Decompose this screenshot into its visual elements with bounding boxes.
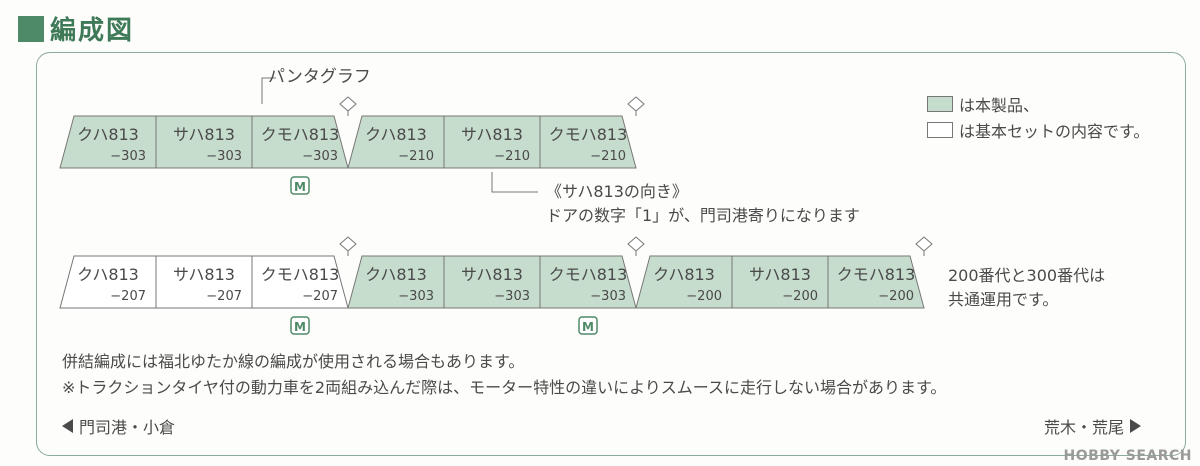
note-coupled-formation: 併結編成には福北ゆたか線の編成が使用される場合もあります。 [62,352,525,371]
pantograph-icon [339,96,357,112]
car-number-label: −303 [398,289,434,304]
title-text: 編成図 [50,16,135,46]
motor-mark-label: M [294,320,306,334]
legend-basic-swatch [927,122,953,138]
car-name-label: クハ813 [365,265,427,284]
motor-car-icon [578,316,598,335]
title-square-icon [18,15,44,42]
orientation-heading: 《サハ813の向き》 [546,182,688,201]
motor-mark-label: M [582,320,594,334]
car-name-label: サハ813 [461,265,523,284]
pantograph-icon [627,96,645,112]
car-number-label: −207 [206,289,242,304]
car-name-label: サハ813 [749,265,811,284]
arrow-left-icon [62,419,73,433]
arrow-right-icon [1130,419,1142,433]
legend-basic: は基本セットの内容です。 [927,118,1149,142]
car-number-label: −303 [494,289,530,304]
car-name-label: サハ813 [173,125,235,144]
legend-product-swatch [927,96,953,112]
pantograph-icon [627,236,645,252]
motor-car-icon [290,316,310,335]
car-number-label: −210 [494,149,530,164]
pantograph-callout-line [261,77,276,104]
car-number-label: −207 [110,289,146,304]
car-name-label: クモハ813 [837,265,916,284]
car-number-label: −200 [686,289,722,304]
orientation-body: ドアの数字「1」が、門司港寄りになります [546,206,860,225]
watermark-logo: HOBBY SEARCH [1063,448,1192,464]
orientation-callout-line [491,172,538,193]
car-name-label: クハ813 [653,265,715,284]
legend-basic-label: は基本セットの内容です。 [959,122,1150,141]
direction-left: 門司港・小倉 [62,414,175,438]
car-number-label: −303 [590,289,626,304]
car-name-label: クモハ813 [261,265,340,284]
car-name-label: クモハ813 [549,265,628,284]
pantograph-icon [915,236,933,252]
formation-frame [36,52,1186,456]
pantograph-label: パンタグラフ [268,67,371,87]
motor-mark-label: M [294,180,306,194]
car-number-label: −200 [878,289,914,304]
car-number-label: −303 [206,149,242,164]
car-name-label: サハ813 [173,265,235,284]
car-name-label: クハ813 [365,125,427,144]
direction-right-label: 荒木・荒尾 [1044,418,1125,437]
note-traction-tire: ※トラクションタイヤ付の動力車を2両組み込んだ際は、モーター特性の違いによりスム… [62,378,947,397]
car-name-label: クモハ813 [549,125,628,144]
car-body [539,115,637,169]
car-body [827,255,925,309]
car-name-label: クハ813 [77,265,139,284]
pantograph-icon [339,236,357,252]
car-name-label: クハ813 [77,125,139,144]
car-name-label: クモハ813 [261,125,340,144]
car-number-label: −207 [302,289,338,304]
car-number-label: −210 [590,149,626,164]
legend-product-label: は本製品、 [959,96,1040,115]
legend-product: は本製品、 [927,92,1039,116]
car-number-label: −303 [302,149,338,164]
shared-use-line-1: 200番代と300番代は [948,266,1106,285]
car-number-label: −303 [110,149,146,164]
direction-left-label: 門司港・小倉 [79,418,176,437]
direction-right: 荒木・荒尾 [1044,414,1142,438]
car-number-label: −200 [782,289,818,304]
motor-car-icon [290,176,310,195]
car-number-label: −210 [398,149,434,164]
car-name-label: サハ813 [461,125,523,144]
section-title: 編成図 [18,10,134,47]
shared-use-line-2: 共通運用です。 [948,290,1059,309]
